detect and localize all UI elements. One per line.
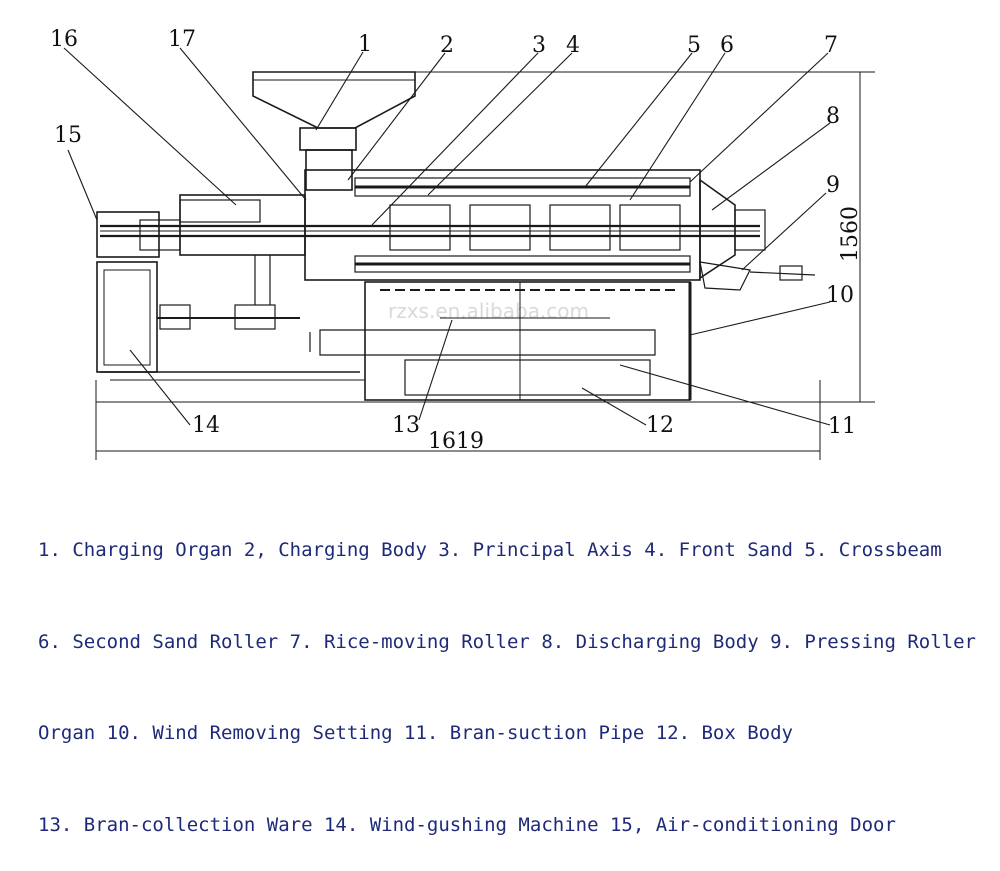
machine-diagram: rzxs.en.alibaba.com	[50, 27, 875, 460]
discharging-body	[699, 178, 736, 280]
charging-organ	[299, 127, 357, 151]
height-dimension: 1560	[838, 206, 863, 262]
callout-15: 15	[54, 123, 82, 148]
callout-2: 2	[440, 33, 454, 58]
callouts: 1 2 3 4 5 6 7 8 9 10 11 12 13 14 15 16 1…	[50, 27, 856, 439]
pressing-roller	[699, 261, 751, 291]
callout-14: 14	[192, 413, 220, 438]
callout-12: 12	[646, 413, 674, 438]
second-sand-roller	[549, 204, 611, 251]
callout-13: 13	[392, 413, 420, 438]
legend-line: 6. Second Sand Roller 7. Rice-moving Rol…	[38, 630, 976, 653]
wind-gushing-machine	[96, 261, 158, 373]
callout-5: 5	[687, 33, 701, 58]
legend-line: 13. Bran-collection Ware 14. Wind-gushin…	[38, 813, 896, 836]
callout-7: 7	[824, 33, 838, 58]
bran-collection-ware	[319, 329, 656, 356]
rice-moving-roller	[619, 204, 681, 251]
callout-10: 10	[826, 283, 854, 308]
callout-1: 1	[358, 32, 372, 57]
front-sand-roller	[389, 204, 451, 251]
parts-legend: 1. Charging Organ 2, Charging Body 3. Pr…	[38, 474, 998, 871]
callout-9: 9	[826, 173, 840, 198]
width-dimension: 1619	[428, 429, 484, 454]
callout-6: 6	[720, 33, 734, 58]
callout-16: 16	[50, 27, 78, 52]
legend-line: 1. Charging Organ 2, Charging Body 3. Pr…	[38, 539, 942, 561]
legend-line: Organ 10. Wind Removing Setting 11. Bran…	[38, 722, 793, 744]
callout-4: 4	[566, 33, 580, 58]
callout-17: 17	[168, 27, 196, 52]
callout-3: 3	[532, 33, 546, 58]
callout-11: 11	[828, 414, 856, 439]
air-door-housing	[96, 211, 160, 258]
leader-lines	[63, 47, 831, 426]
watermark: rzxs.en.alibaba.com	[388, 299, 589, 323]
callout-8: 8	[826, 104, 840, 129]
machine-drawing	[63, 47, 875, 460]
